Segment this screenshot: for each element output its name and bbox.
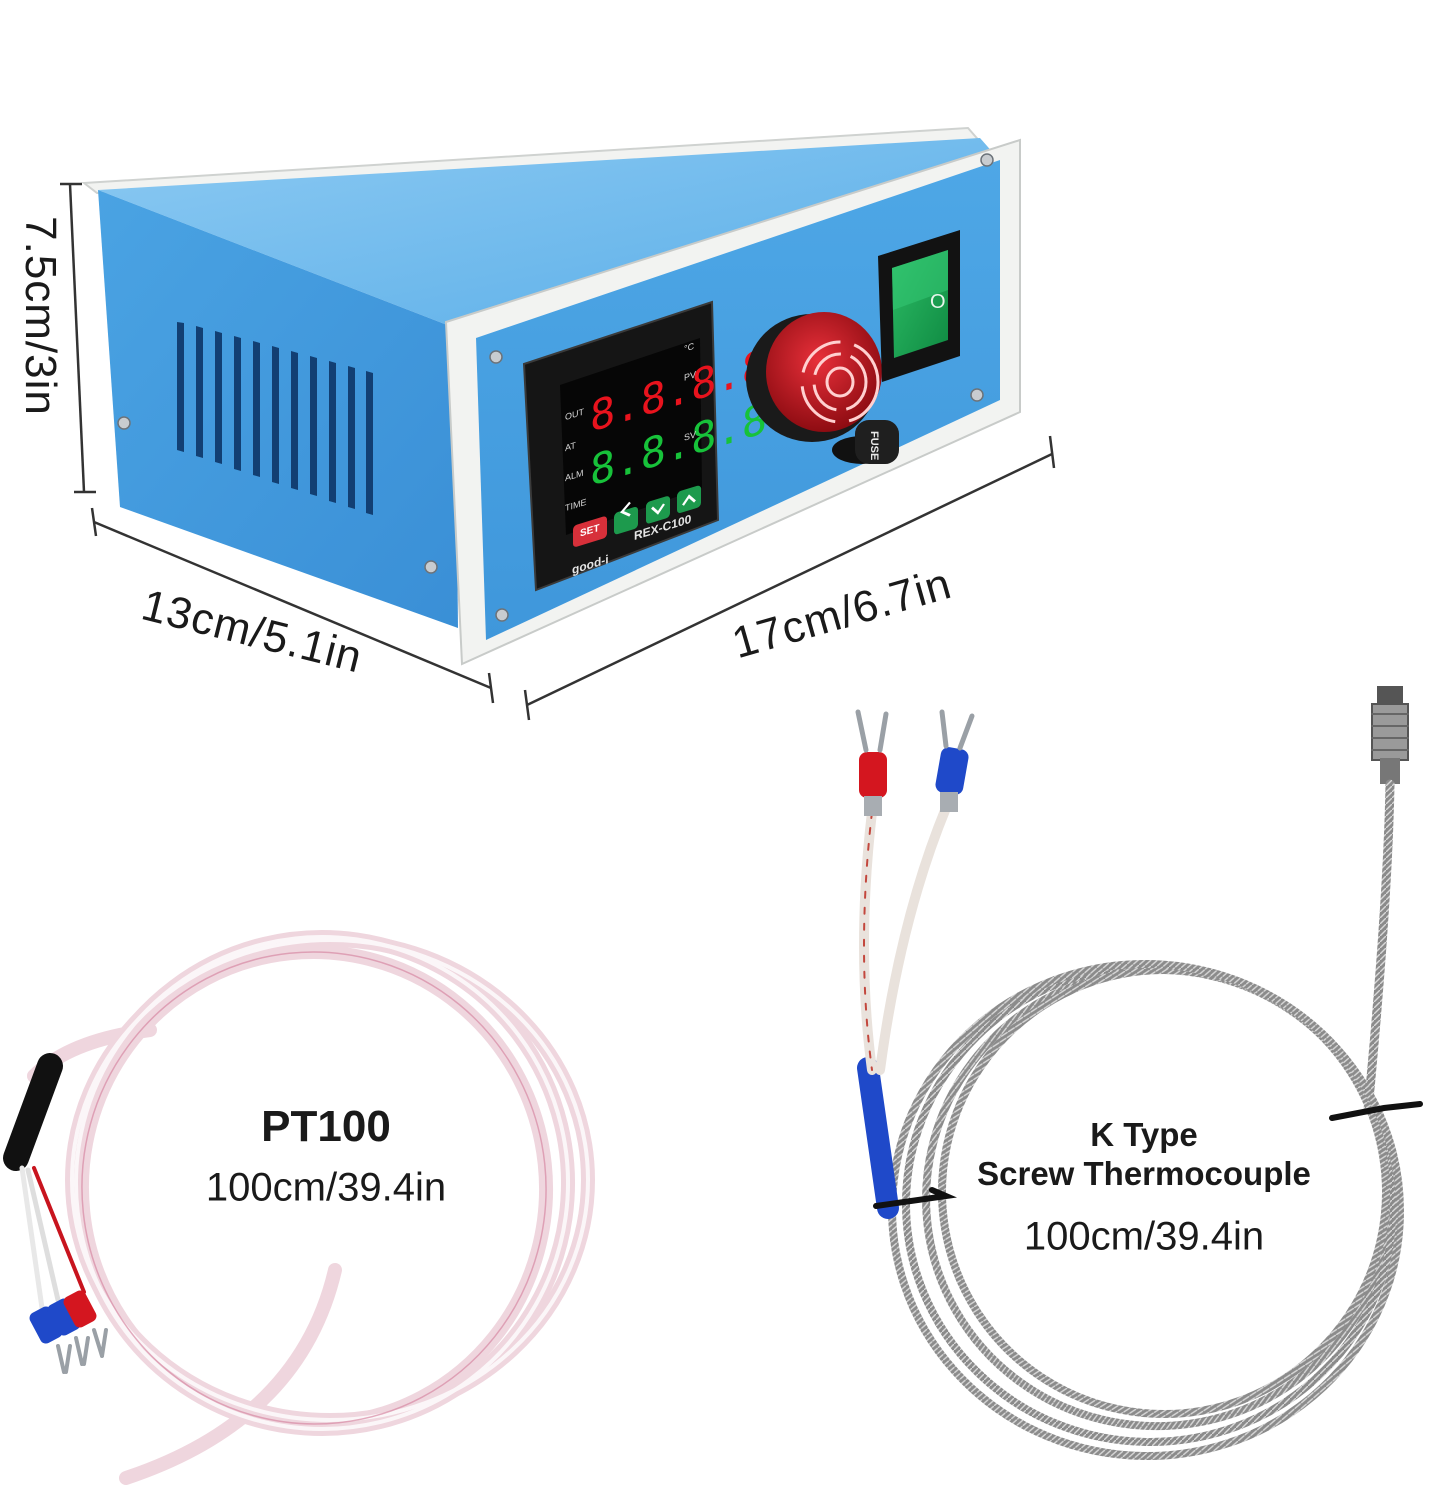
- temperature-controller: 8.8.8.8. 8.8.8.8. °C PV SV OUT AT ALM TI…: [522, 300, 792, 592]
- screw: [970, 388, 984, 402]
- left-button[interactable]: [614, 501, 638, 535]
- up-button[interactable]: [677, 485, 701, 514]
- dimension-lines: [60, 182, 1056, 721]
- screw: [117, 416, 131, 430]
- fuse-holder: FUSE: [832, 420, 899, 464]
- unit-label: °C: [684, 341, 694, 354]
- indicator-at: AT: [565, 440, 576, 453]
- width-line: [526, 452, 1053, 707]
- power-switch[interactable]: O: [878, 230, 960, 382]
- controller-box: 8.8.8.8. 8.8.8.8. °C PV SV OUT AT ALM TI…: [81, 126, 1021, 666]
- pt100-length-label: 100cm/39.4in: [205, 1165, 447, 1210]
- screw: [980, 153, 994, 167]
- k-type-length-label: 100cm/39.4in: [1023, 1214, 1265, 1259]
- thermocouple-probe: [1371, 686, 1409, 784]
- box-top: [98, 138, 995, 328]
- screw: [424, 560, 438, 574]
- pt100-terminals: [29, 1290, 108, 1374]
- thermocouple-sleeve: [857, 1057, 899, 1219]
- height-line: [68, 183, 86, 493]
- down-button[interactable]: [646, 495, 670, 524]
- k-type-subtitle-label: Screw Thermocouple: [977, 1155, 1311, 1192]
- height-dimension-label: 7.5cm/3in: [16, 216, 65, 416]
- screw: [495, 608, 509, 622]
- vent-slots: [177, 322, 373, 515]
- switch-mark: O: [930, 291, 946, 313]
- k-type-name-label: K Type: [1090, 1116, 1198, 1153]
- screw: [489, 350, 503, 364]
- set-button[interactable]: SET: [573, 515, 607, 547]
- k-type-thermocouple: [855, 686, 1423, 1461]
- pv-label: PV: [684, 369, 697, 383]
- depth-line: [93, 520, 492, 690]
- sv-label: SV: [684, 429, 697, 443]
- thermocouple-terminals: [855, 709, 975, 816]
- alarm-buzzer: [746, 312, 882, 442]
- pt100-sensor: [3, 930, 595, 1485]
- pt100-name-label: PT100: [261, 1102, 391, 1151]
- pt100-sleeve: [3, 1053, 63, 1171]
- svg-text:FUSE: FUSE: [868, 431, 880, 460]
